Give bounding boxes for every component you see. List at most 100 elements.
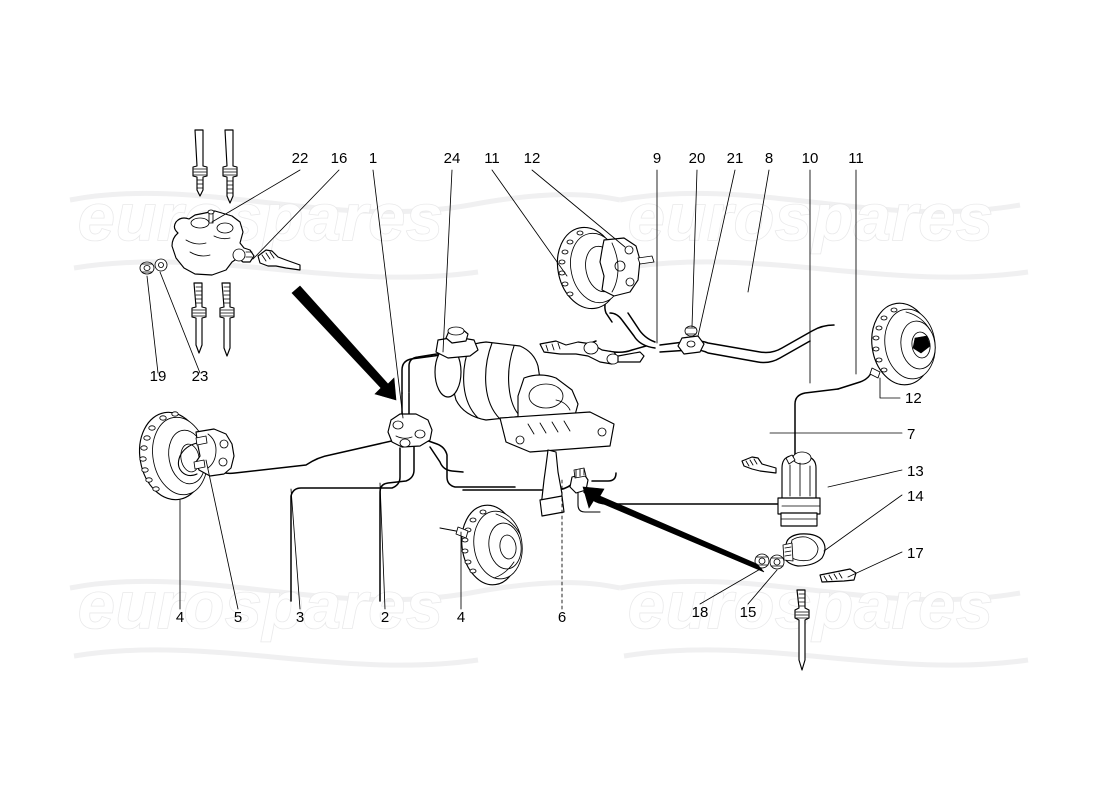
stud-bolt-lower-pair xyxy=(191,282,235,357)
stud-thread xyxy=(798,593,806,607)
callout-labels: 22 16 1 24 11 12 9 20 21 8 10 11 19 23 1… xyxy=(150,150,924,626)
caliper-bolt xyxy=(625,277,635,287)
hose-fitting xyxy=(455,526,469,539)
watermark-swoosh xyxy=(619,578,1021,603)
regulator-body xyxy=(171,210,255,276)
watermark-text: eurospares xyxy=(628,180,994,254)
brake-pressure-regulator-valve xyxy=(171,209,255,276)
distributor-port xyxy=(414,429,426,439)
pointer-arrows xyxy=(291,285,765,573)
watermark-swoosh xyxy=(623,647,1029,668)
switch-wire xyxy=(577,492,601,513)
reservoir-ribs xyxy=(789,462,811,497)
pipe-segment xyxy=(627,312,656,343)
callout-label: 12 xyxy=(905,390,922,407)
rear-left-brake-disc-caliper xyxy=(556,226,655,310)
nut-facet xyxy=(141,263,153,273)
hose-fitting xyxy=(195,435,208,446)
regulator-port xyxy=(190,217,210,229)
callout-label: 3 xyxy=(296,609,304,626)
callout-label: 18 xyxy=(692,604,709,621)
leader-20 xyxy=(691,169,698,328)
leader-19 xyxy=(146,275,159,374)
washer-hole xyxy=(158,262,164,268)
stud-thread xyxy=(226,180,234,194)
watermark-swoosh xyxy=(73,259,479,280)
bleed-screw-head xyxy=(207,209,215,215)
callout-label: 4 xyxy=(176,609,184,626)
leader-21 xyxy=(697,169,736,337)
disc-vent-slots xyxy=(461,509,487,574)
hose-fitting xyxy=(869,367,881,379)
nut-hole xyxy=(143,265,151,271)
screw-body xyxy=(819,568,857,583)
regulator-port xyxy=(216,222,234,234)
stud-bolt-bottom xyxy=(794,589,810,671)
callout-label: 17 xyxy=(907,545,924,562)
brake-pipe-distributor xyxy=(387,413,433,448)
callout-label: 15 xyxy=(740,604,757,621)
brake-servo-booster xyxy=(434,326,615,517)
plate-shading xyxy=(527,420,571,435)
banjo-bolt-fitting xyxy=(257,249,301,271)
servo-rib xyxy=(508,345,522,418)
leader-15 xyxy=(747,569,778,605)
reservoir-base xyxy=(780,512,818,527)
bolt-thread xyxy=(745,458,758,467)
callout-label: 5 xyxy=(234,609,242,626)
regulator-outlet xyxy=(232,248,246,262)
leader-12-top xyxy=(531,169,626,248)
watermark-swoosh xyxy=(73,647,479,668)
pipe-to-front-left xyxy=(290,447,401,602)
watermark-text: eurospares xyxy=(78,568,444,642)
callout-label: 7 xyxy=(907,426,915,443)
servo-diaphragm-boss xyxy=(528,383,564,409)
callout-label: 12 xyxy=(524,150,541,167)
hose-fitting xyxy=(193,459,206,470)
callout-label: 20 xyxy=(689,150,706,167)
reservoir-bolt xyxy=(741,456,777,474)
linkage-rod xyxy=(539,340,619,365)
callout-label: 8 xyxy=(765,150,773,167)
callout-leader-lines xyxy=(146,169,903,610)
bolt-thread xyxy=(261,251,275,262)
arrow-pointer-left xyxy=(291,285,397,401)
nut-hole xyxy=(758,557,766,565)
stud-bolt xyxy=(222,129,238,204)
watermark-swoosh xyxy=(619,190,1021,215)
stud-bolt xyxy=(192,129,208,197)
distributor-port xyxy=(392,420,404,430)
callout-label: 16 xyxy=(331,150,348,167)
callout-label: 10 xyxy=(802,150,819,167)
leader-3 xyxy=(290,488,301,610)
stud-bolt-upper-pair xyxy=(192,129,238,204)
housing-shading xyxy=(555,399,571,411)
callout-label: 2 xyxy=(381,609,389,626)
leader-14 xyxy=(823,494,903,552)
brake-caliper xyxy=(195,428,235,477)
disc-shading xyxy=(493,513,521,579)
disc-vent-slots xyxy=(872,307,898,373)
stud-thread xyxy=(192,309,206,317)
pipe-to-rear-right xyxy=(837,370,873,390)
clamp-screw-housing xyxy=(782,542,794,562)
stud-thread xyxy=(196,179,204,189)
callout-label: 22 xyxy=(292,150,309,167)
nut-pair-small xyxy=(754,553,785,570)
junction-nut xyxy=(684,325,698,337)
nut-facet xyxy=(770,557,784,567)
t-junction-connector xyxy=(677,325,705,355)
distributor-shading xyxy=(395,435,413,439)
leader-1 xyxy=(372,169,404,419)
leader-16 xyxy=(252,169,340,260)
brake-hose xyxy=(177,442,198,477)
leader-18 xyxy=(699,567,763,605)
leader-11-top xyxy=(491,169,568,277)
hub-bore xyxy=(912,335,931,354)
stud-thread xyxy=(795,611,809,619)
stud-thread xyxy=(223,286,231,304)
rod-thread xyxy=(545,342,561,352)
callout-label: 11 xyxy=(848,150,864,167)
